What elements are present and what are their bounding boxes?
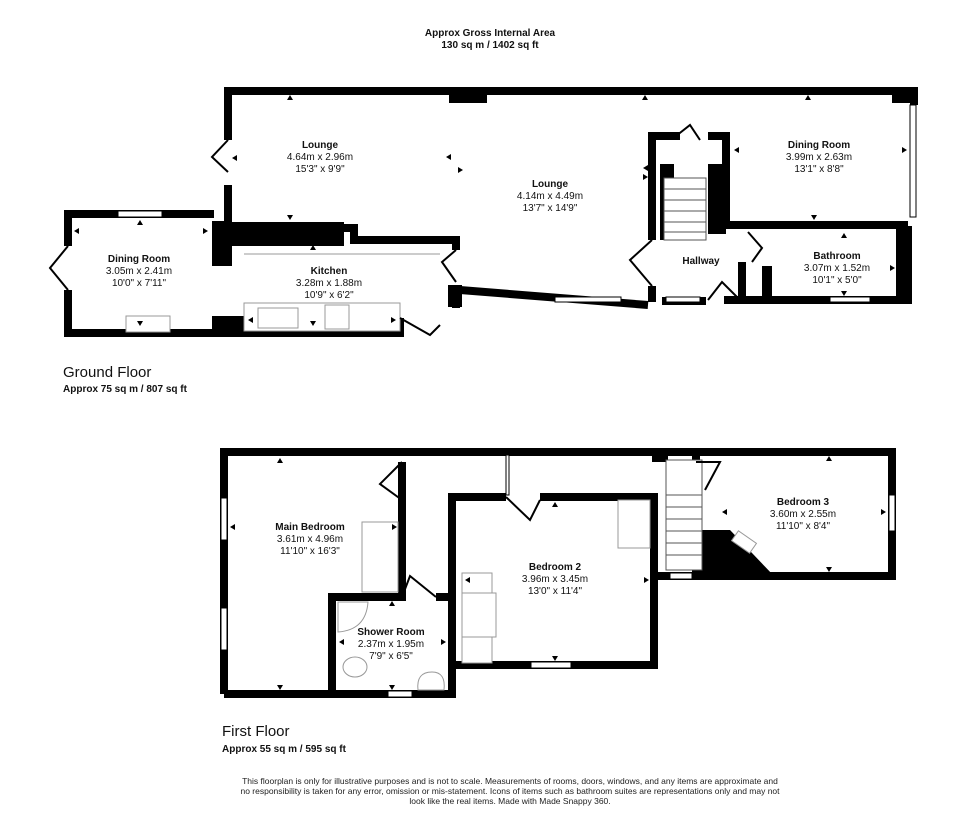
ground-floor-area: Approx 75 sq m / 807 sq ft xyxy=(63,384,187,395)
room-kitchen: Kitchen 3.28m x 1.88m 10'9" x 6'2" xyxy=(295,266,363,301)
first-stairs xyxy=(665,459,703,571)
first-floor-label: First Floor xyxy=(222,723,290,740)
ground-floor-label: Ground Floor xyxy=(63,364,152,381)
gross-area-value: 130 sq m / 1402 sq ft xyxy=(441,40,539,51)
kitchen-counter xyxy=(125,253,440,333)
room-hallway: Hallway xyxy=(682,256,720,267)
room-dining-1: Dining Room 3.99m x 2.63m 13'1" x 8'8" xyxy=(785,140,853,175)
room-lounge-1: Lounge 4.64m x 2.96m 15'3" x 9'9" xyxy=(286,140,354,175)
room-bedroom-2: Bedroom 2 3.96m x 3.45m 13'0" x 11'4" xyxy=(521,562,589,597)
disclaimer: This floorplan is only for illustrative … xyxy=(240,776,780,806)
room-main-bedroom: Main Bedroom 3.61m x 4.96m 11'10" x 16'3… xyxy=(275,522,345,557)
room-shower: Shower Room 2.37m x 1.95m 7'9" x 6'5" xyxy=(357,627,425,662)
room-dining-2: Dining Room 3.05m x 2.41m 10'0" x 7'11" xyxy=(105,254,173,289)
gross-area-title: Approx Gross Internal Area xyxy=(424,28,556,39)
first-floor-area: Approx 55 sq m / 595 sq ft xyxy=(222,744,346,755)
ground-floor-walls xyxy=(64,87,918,337)
room-bedroom-3: Bedroom 3 3.60m x 2.55m 11'10" x 8'4" xyxy=(769,497,837,532)
ground-stairs xyxy=(663,177,707,241)
room-bathroom: Bathroom 3.07m x 1.52m 10'1" x 5'0" xyxy=(803,251,871,286)
room-lounge-2: Lounge 4.14m x 4.49m 13'7" x 14'9" xyxy=(516,179,584,214)
